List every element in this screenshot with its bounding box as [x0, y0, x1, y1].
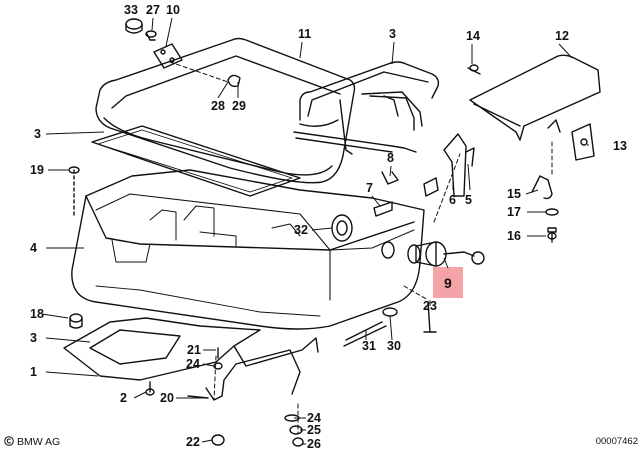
callout-16: 16 [507, 229, 521, 243]
lock-cylinder-part [381, 241, 485, 267]
callout-32: 32 [294, 223, 308, 237]
upper-bracket-part [125, 18, 241, 88]
leader-lines [41, 17, 589, 445]
callout-6: 6 [449, 193, 456, 207]
grommet-part [331, 214, 353, 242]
assembly-guide-lines [169, 61, 553, 435]
callout-28: 28 [211, 99, 225, 113]
callout-14: 14 [466, 29, 480, 43]
callout-1: 1 [30, 365, 37, 379]
brand-text: BMW AG [17, 436, 61, 448]
latch-hardware [373, 133, 559, 243]
highlight-box [433, 267, 463, 298]
callout-33: 33 [124, 3, 138, 17]
brand-label: BMW AG [4, 436, 60, 448]
callout-9: 9 [444, 275, 452, 291]
seal-part [91, 125, 301, 197]
callout-13: 13 [613, 139, 627, 153]
callout-24: 24 [307, 411, 321, 425]
callout-10: 10 [166, 3, 180, 17]
callout-8: 8 [387, 151, 394, 165]
callout-23: 23 [423, 299, 437, 313]
hinge-bar-part [299, 61, 440, 155]
box-housing-part [71, 169, 425, 330]
callout-27: 27 [146, 3, 160, 17]
callout-3: 3 [34, 127, 41, 141]
callout-30: 30 [387, 339, 401, 353]
callout-12: 12 [555, 29, 569, 43]
lid-part [95, 37, 356, 184]
callout-2: 2 [120, 391, 127, 405]
callout-18: 18 [30, 307, 44, 321]
copyright-icon [4, 436, 14, 446]
callout-22: 22 [186, 435, 200, 449]
callout-21: 21 [187, 343, 201, 357]
callout-25: 25 [307, 423, 321, 437]
document-number: 00007462 [595, 436, 638, 447]
fasteners [68, 166, 557, 447]
callout-3: 3 [389, 27, 396, 41]
callout-4: 4 [30, 241, 37, 255]
callout-5: 5 [465, 193, 472, 207]
callout-29: 29 [232, 99, 246, 113]
cover-part [467, 54, 601, 161]
callout-31: 31 [362, 339, 376, 353]
base-plate-part [63, 317, 319, 401]
callout-11: 11 [298, 27, 311, 41]
callout-24: 24 [186, 357, 200, 371]
callout-26: 26 [307, 437, 321, 451]
callout-20: 20 [160, 391, 174, 405]
callout-7: 7 [366, 181, 373, 195]
release-rod-part [293, 131, 417, 153]
callout-15: 15 [507, 187, 521, 201]
callout-17: 17 [507, 205, 521, 219]
callout-19: 19 [30, 163, 44, 177]
callout-3: 3 [30, 331, 37, 345]
